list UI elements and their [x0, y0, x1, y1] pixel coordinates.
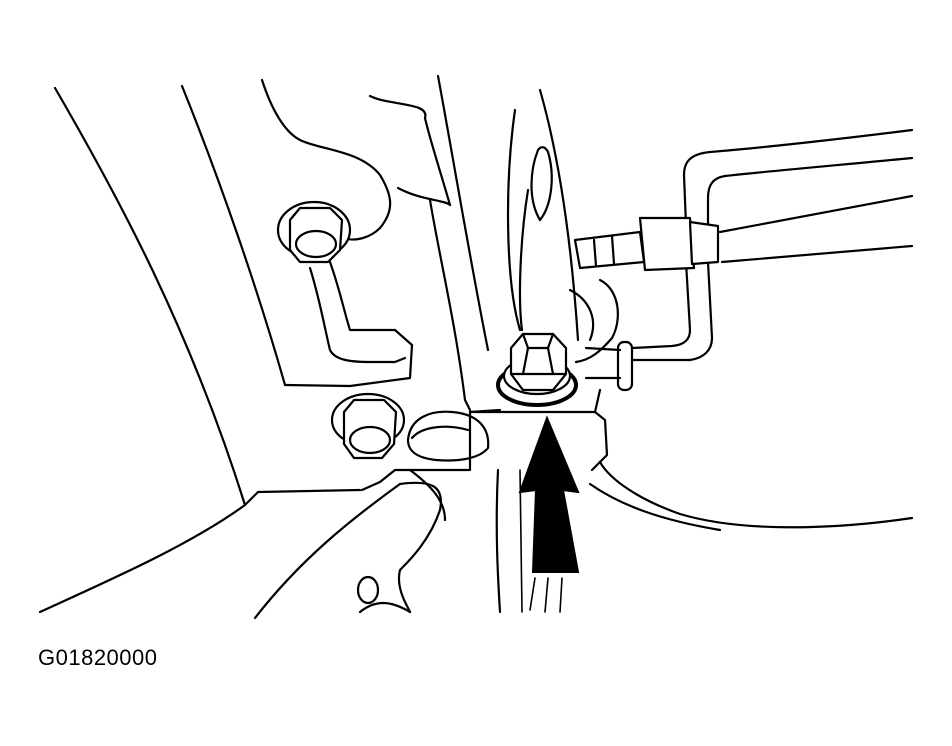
left-tube: [308, 260, 407, 364]
lower-flange: [253, 468, 502, 620]
target-bolt: [496, 332, 578, 407]
center-bracket: [436, 74, 580, 352]
transmission-tubes: [568, 128, 914, 532]
transmission-housing: [38, 84, 414, 614]
lower-left-bolt: [330, 392, 406, 460]
figure-code: G01820000: [38, 645, 158, 670]
plug-cap: [406, 410, 490, 462]
upper-left-bolt: [276, 200, 352, 264]
case-ridge: [260, 78, 472, 412]
pointer-arrow: [518, 415, 580, 613]
